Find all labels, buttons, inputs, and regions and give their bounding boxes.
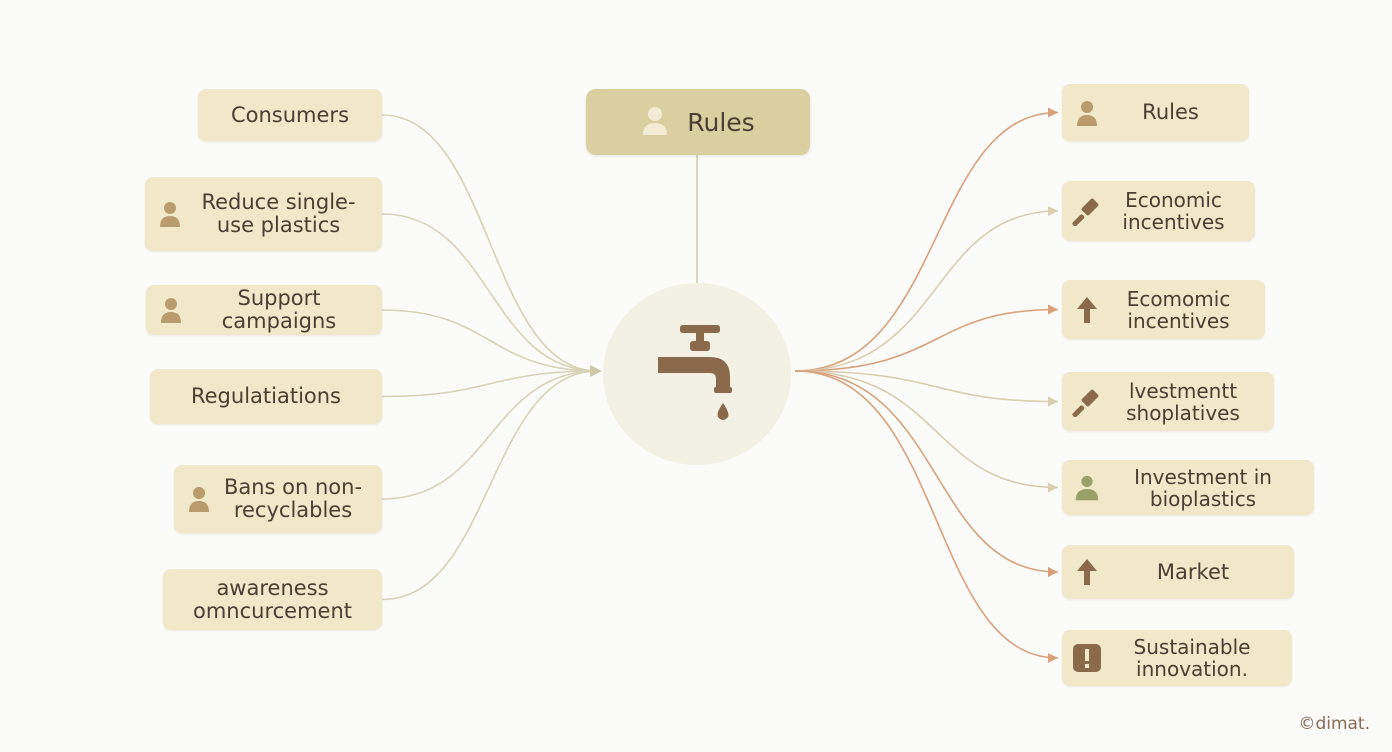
right-arrowhead xyxy=(1048,567,1058,577)
left-node-label: Consumers xyxy=(230,102,350,127)
right-node-label: Ecomomic incentives xyxy=(1126,286,1231,333)
right-connector xyxy=(794,210,1059,372)
right-node-label: lvestmentt shoplatives xyxy=(1126,378,1240,425)
right-connector xyxy=(794,111,1059,372)
right-arrowhead xyxy=(1048,482,1058,493)
left-connector xyxy=(381,213,599,372)
left-node-1: Consumers xyxy=(198,89,382,141)
right-node-1: Rules xyxy=(1062,84,1249,141)
right-node-label: Sustainable innovation. xyxy=(1133,635,1251,681)
left-connector xyxy=(381,370,599,398)
right-connector xyxy=(794,370,1059,489)
right-node-2: Economic incentives xyxy=(1062,181,1255,241)
left-node-4: Regulatiations xyxy=(150,369,382,424)
right-node-label: Economic incentives xyxy=(1122,188,1225,234)
right-connector xyxy=(794,370,1059,573)
right-arrowhead xyxy=(1048,206,1058,216)
left-node-5: Bans on non-recyclables xyxy=(174,465,382,533)
hub-arrowhead xyxy=(590,365,602,377)
left-node-label: Reduce single-use plastics xyxy=(201,190,356,237)
left-connector xyxy=(381,114,599,372)
hub-circle xyxy=(603,283,791,465)
right-arrowhead xyxy=(1048,396,1058,407)
alert-box-icon xyxy=(1072,643,1102,673)
right-node-6: Market xyxy=(1062,545,1294,599)
right-node-label: Rules xyxy=(1142,100,1199,124)
left-node-2: Reduce single-use plastics xyxy=(145,177,382,251)
person-icon xyxy=(1072,98,1102,128)
right-arrowhead xyxy=(1048,653,1058,663)
left-node-label: awareness omncurcement xyxy=(192,575,353,623)
center-title: Rules xyxy=(687,107,755,137)
left-node-label: Bans on non-recyclables xyxy=(223,475,363,522)
arrow-up-icon xyxy=(1072,557,1102,587)
person-icon xyxy=(156,295,186,325)
watermark: ©dimat. xyxy=(1298,714,1370,734)
right-node-label: Market xyxy=(1156,559,1230,584)
right-connector xyxy=(794,370,1059,659)
gavel-icon xyxy=(1072,387,1102,417)
left-connector xyxy=(381,370,599,601)
person-icon xyxy=(184,484,214,514)
right-node-7: Sustainable innovation. xyxy=(1062,630,1292,686)
left-connector xyxy=(381,370,599,500)
right-connector xyxy=(794,370,1059,403)
left-connector xyxy=(381,309,599,372)
group-icon xyxy=(1072,473,1102,503)
right-node-5: Investment in bioplastics xyxy=(1062,460,1314,515)
arrow-up-icon xyxy=(1072,295,1102,325)
left-node-label: Support campaigns xyxy=(221,286,337,333)
person-icon xyxy=(641,104,669,140)
right-node-label: Investment in bioplastics xyxy=(1134,464,1272,511)
left-node-label: Regulatiations xyxy=(190,384,341,408)
left-node-3: Support campaigns xyxy=(146,285,382,335)
right-connector xyxy=(794,308,1059,372)
gavel-icon xyxy=(1072,196,1102,226)
right-arrowhead xyxy=(1048,304,1058,315)
right-node-3: Ecomomic incentives xyxy=(1062,280,1265,339)
center-title-box: Rules xyxy=(586,89,810,155)
person-icon xyxy=(155,199,185,229)
left-node-6: awareness omncurcement xyxy=(163,569,382,630)
right-node-4: lvestmentt shoplatives xyxy=(1062,372,1274,431)
faucet-icon xyxy=(652,317,742,431)
right-arrowhead xyxy=(1048,107,1058,118)
